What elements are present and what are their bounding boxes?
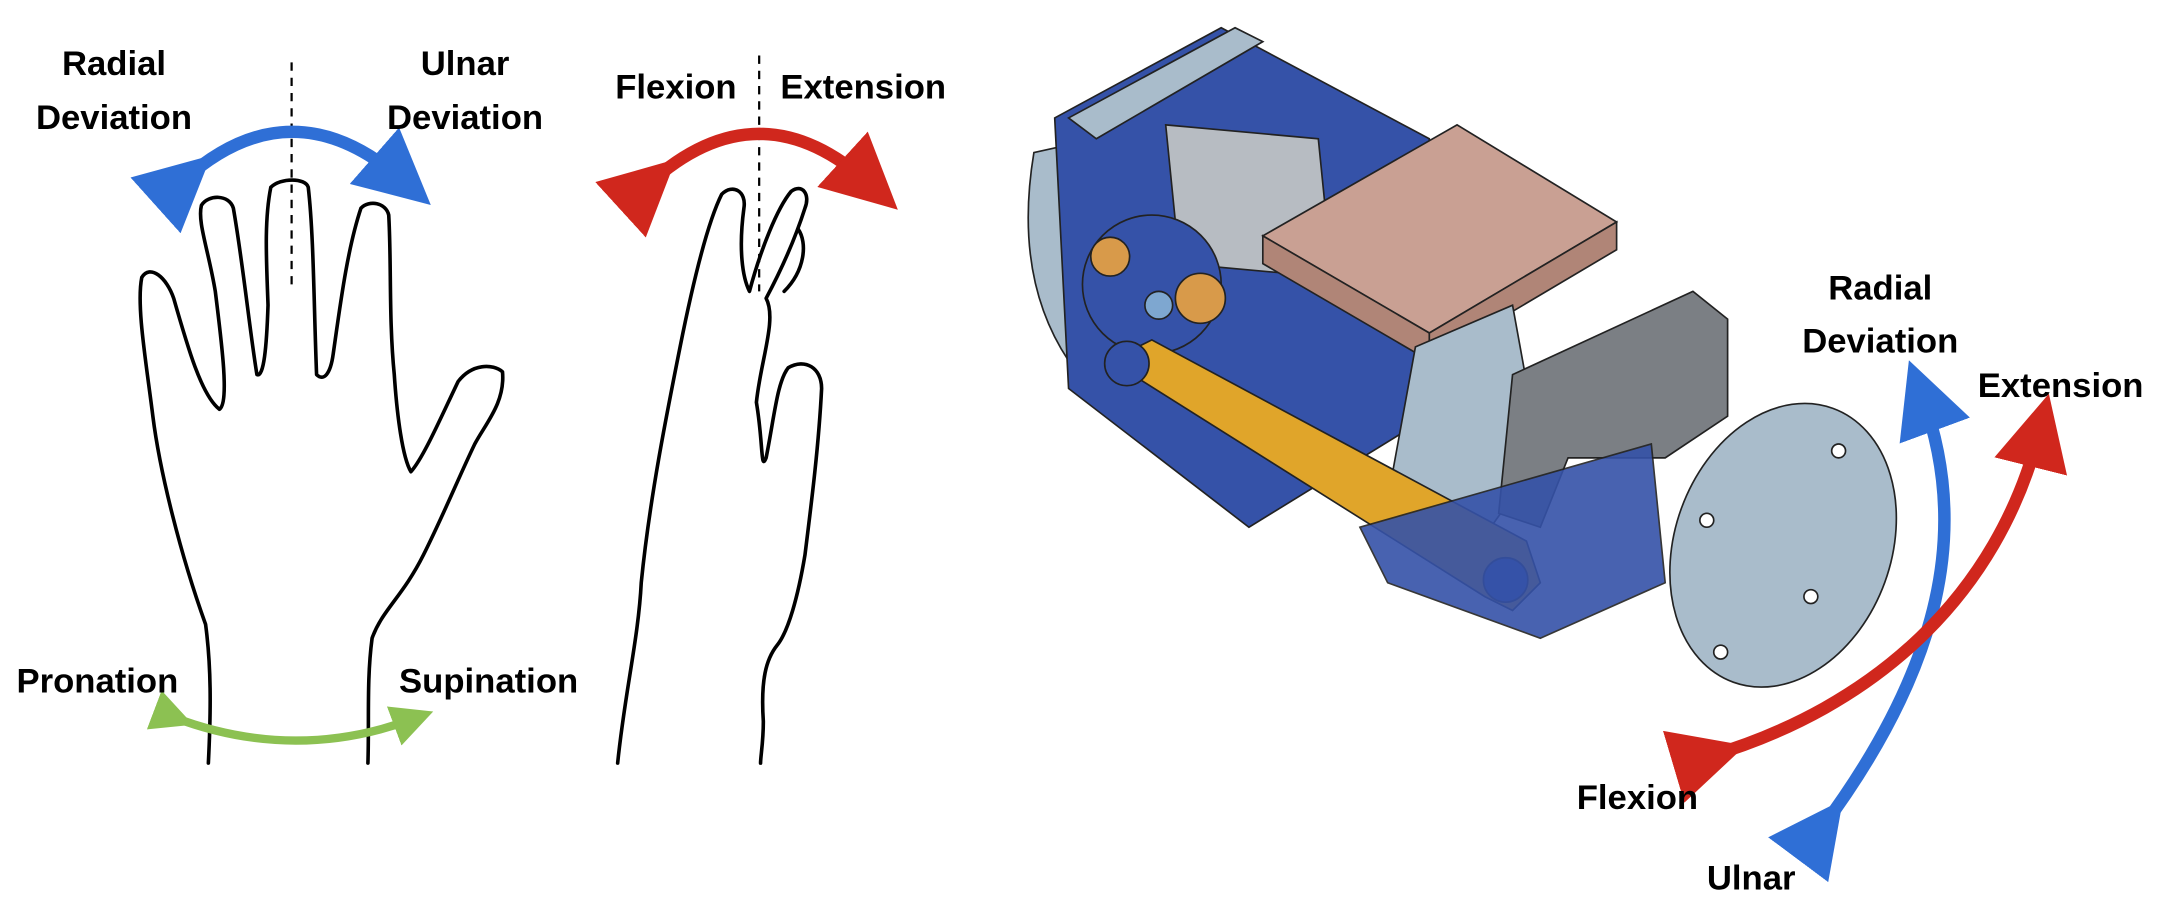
flexion-extension-arrow (595, 127, 898, 238)
radial-deviation-label-1: Radial (62, 45, 166, 83)
device-radial-deviation-label-2: Deviation (1802, 322, 1958, 360)
ulnar-deviation-label-1: Ulnar (421, 45, 510, 83)
device-flexion-label: Flexion (1577, 779, 1698, 817)
device-flexion-extension-arrow (1662, 393, 2068, 803)
extension-label: Extension (780, 69, 946, 107)
device-radial-deviation-label-1: Radial (1828, 270, 1932, 308)
deviation-arrow (130, 125, 431, 234)
flexion-label: Flexion (615, 69, 736, 107)
rotation-arrow (146, 690, 434, 746)
pronation-label: Pronation (16, 662, 178, 700)
wrist-exoskeleton-device (1027, 26, 1898, 688)
radial-deviation-label-2: Deviation (36, 99, 192, 137)
device-ulnar-label: Ulnar (1707, 859, 1796, 897)
supination-label: Supination (399, 662, 578, 700)
side-hand-outline (615, 186, 824, 765)
device-extension-label: Extension (1978, 367, 2144, 405)
ulnar-deviation-label-2: Deviation (387, 99, 543, 137)
